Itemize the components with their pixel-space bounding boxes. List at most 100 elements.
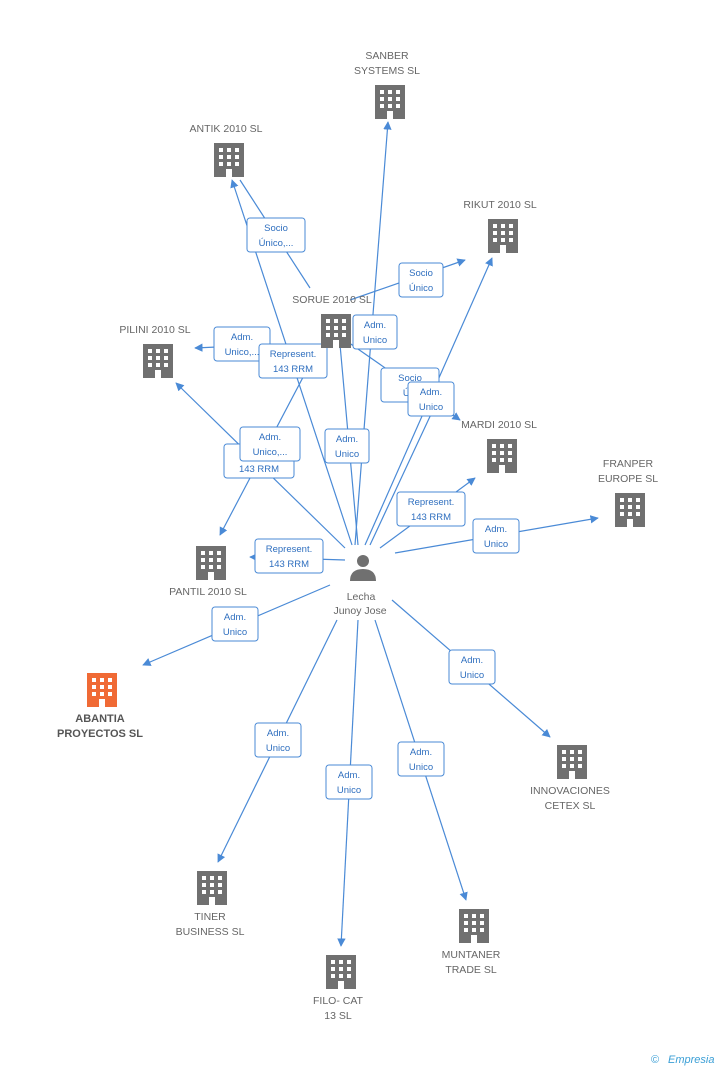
edge-label-box <box>396 491 466 527</box>
company-label-filo: FILO- CAT <box>313 995 364 1007</box>
edge-label-box <box>239 426 301 462</box>
person-label-line-1: Lecha <box>347 591 376 603</box>
edge-label-text: Adm. <box>231 332 253 343</box>
edge-label-text: Único <box>409 283 433 294</box>
edge-label-text: 143 RRM <box>239 464 279 475</box>
company-node-innovaciones[interactable]: INNOVACIONES CETEX SL <box>530 745 610 812</box>
building-icon <box>488 219 518 253</box>
company-label-filo: 13 SL <box>324 1010 352 1022</box>
building-icon <box>143 344 173 378</box>
edge-label-text: Adm. <box>485 524 507 535</box>
edge-label-text: Represent. <box>270 349 316 360</box>
company-node-pantil[interactable]: PANTIL 2010 SL <box>169 546 247 598</box>
company-node-tiner[interactable]: TINER BUSINESS SL <box>176 871 245 938</box>
edge-label-text: Unico,... <box>253 447 288 458</box>
company-label-franper: FRANPER <box>603 458 654 470</box>
edge-label-pilini-rep[interactable]: Represent. 143 RRM <box>258 343 328 379</box>
edge-line-mardi <box>369 394 441 546</box>
company-label-tiner: BUSINESS SL <box>176 926 245 938</box>
edge-label-box <box>254 722 302 758</box>
edge-label-box <box>397 741 445 777</box>
edge-label-sorue[interactable]: Adm.Unico <box>352 314 398 350</box>
copyright-symbol: © <box>651 1054 659 1066</box>
company-label-muntaner: MUNTANER <box>442 949 501 961</box>
building-icon <box>214 143 244 177</box>
company-nodes: SANBER SYSTEMS SL ANTIK 2010 SL RIKUT 2010 … <box>57 50 658 1022</box>
company-label-muntaner: TRADE SL <box>445 964 497 976</box>
company-node-rikut[interactable]: RIKUT 2010 SL <box>463 199 537 253</box>
person-label-line-2: Junoy Jose <box>333 605 386 617</box>
edge-label-text: Unico <box>223 627 247 638</box>
edge-label-text: Unico,... <box>225 347 260 358</box>
company-node-filo[interactable]: FILO- CAT 13 SL <box>313 955 364 1022</box>
edge-label-tiner[interactable]: Adm.Unico <box>254 722 302 758</box>
edge-label-text: Unico <box>419 402 443 413</box>
edge-label-text: Adm. <box>336 434 358 445</box>
company-node-muntaner[interactable]: MUNTANER TRADE SL <box>442 909 501 976</box>
edge-label-text: Socio <box>264 223 288 234</box>
company-label-antik: ANTIK 2010 SL <box>190 123 263 135</box>
building-icon <box>321 314 351 348</box>
company-node-pilini[interactable]: PILINI 2010 SL <box>119 324 191 378</box>
edge-label-adm-unico-3[interactable]: Adm.Unico,... <box>239 426 301 462</box>
company-label-innovaciones: INNOVACIONES <box>530 785 610 797</box>
footer-brand[interactable]: © Empresia <box>651 1054 714 1066</box>
edge-label-abantia[interactable]: Adm. Unico <box>211 606 259 642</box>
building-icon <box>375 85 405 119</box>
edge-label-text: 143 RRM <box>411 512 451 523</box>
edge-label-text: Unico <box>460 670 484 681</box>
building-icon <box>196 546 226 580</box>
building-icon <box>197 871 227 905</box>
company-label-pantil: PANTIL 2010 SL <box>169 586 247 598</box>
brand-name: Empresia <box>668 1054 714 1066</box>
person-node[interactable]: Lecha Junoy Jose <box>333 555 387 617</box>
edge-label-text: Unico <box>337 785 361 796</box>
edge-label-pantil[interactable]: Represent.143 RRM <box>254 538 324 574</box>
edge-label-text: Adm. <box>224 612 246 623</box>
edge-labels: SocioÚnico,...SocioÚnicoAdm.UnicoAdm.Uni… <box>211 217 520 800</box>
edge-label-text: 143 RRM <box>273 364 313 375</box>
company-label-sanber: SYSTEMS SL <box>354 65 420 77</box>
edge-label-box <box>211 606 259 642</box>
edge-label-text: Adm. <box>410 747 432 758</box>
edge-label-mardi-adm[interactable]: Adm.Unico <box>407 381 455 417</box>
company-label-tiner: TINER <box>194 911 226 923</box>
company-node-sanber[interactable]: SANBER SYSTEMS SL <box>354 50 420 119</box>
edge-label-franper[interactable]: Adm. Unico <box>472 518 520 554</box>
edge-label-text: Único,... <box>259 238 294 249</box>
company-label-pilini: PILINI 2010 SL <box>119 324 190 336</box>
edge-label-innovaciones[interactable]: Adm.Unico <box>448 649 496 685</box>
edge-label-text: Unico <box>409 762 433 773</box>
edge-lines <box>142 121 599 947</box>
building-icon <box>615 493 645 527</box>
edge-label-box <box>407 381 455 417</box>
edge-label-box <box>324 428 370 464</box>
edge-label-rep-mardi[interactable]: Represent.143 RRM <box>396 491 466 527</box>
edge-label-text: 143 RRM <box>269 559 309 570</box>
edge-label-adm-center[interactable]: Adm.Unico <box>324 428 370 464</box>
person-icon <box>350 555 376 581</box>
company-node-sorue[interactable]: SORUE 2010 SL <box>292 294 372 348</box>
company-label-innovaciones: CETEX SL <box>545 800 596 812</box>
company-label-sanber: SANBER <box>365 50 409 62</box>
company-node-antik[interactable]: ANTIK 2010 SL <box>190 123 263 177</box>
edge-label-text: Adm. <box>267 728 289 739</box>
building-icon <box>459 909 489 943</box>
edge-label-box <box>246 217 306 253</box>
edge-label-filo[interactable]: Adm. Unico <box>325 764 373 800</box>
company-node-mardi[interactable]: MARDI 2010 SL <box>461 419 537 473</box>
edge-label-antik[interactable]: SocioÚnico,... <box>246 217 306 253</box>
edge-label-muntaner[interactable]: Adm. Unico <box>397 741 445 777</box>
company-label-mardi: MARDI 2010 SL <box>461 419 537 431</box>
edge-label-box <box>258 343 328 379</box>
company-label-abantia: ABANTIA <box>75 713 125 725</box>
company-label-sorue: SORUE 2010 SL <box>292 294 372 306</box>
building-icon <box>87 673 117 707</box>
edge-label-text: Unico <box>484 539 508 550</box>
edge-label-text: Adm. <box>338 770 360 781</box>
building-icon <box>326 955 356 989</box>
